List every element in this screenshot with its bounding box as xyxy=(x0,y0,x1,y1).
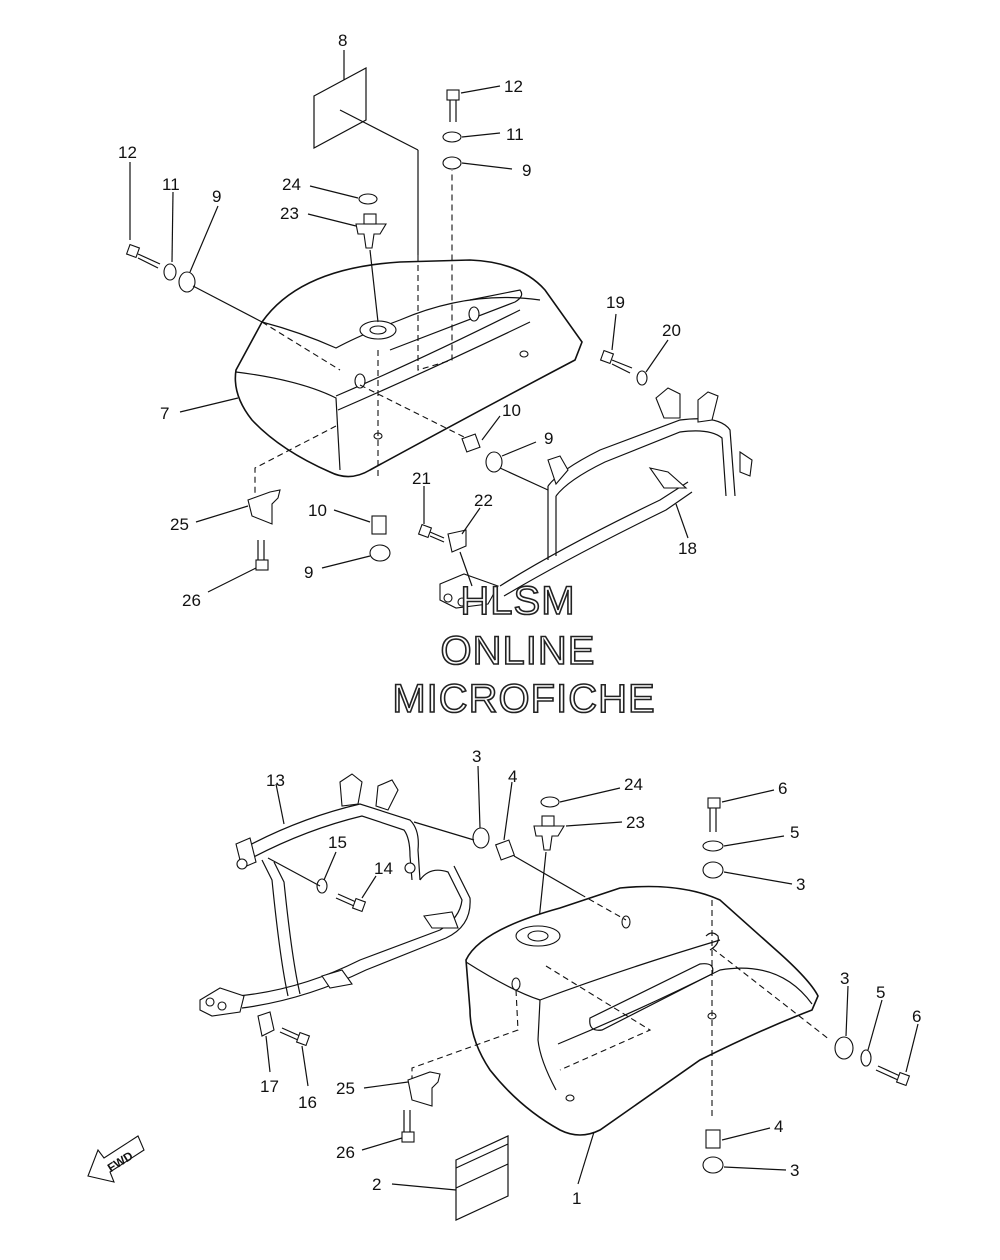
callout-9-right: 9 xyxy=(544,429,553,448)
callout-7: 7 xyxy=(160,404,169,423)
bracket-13 xyxy=(199,773,471,1017)
callout-20: 20 xyxy=(662,321,681,340)
grommet-9-bottom xyxy=(369,544,391,562)
bracket-18 xyxy=(439,387,753,609)
collar-4-left xyxy=(494,839,516,861)
collar-10-bottom xyxy=(371,515,387,535)
callout-19: 19 xyxy=(606,293,625,312)
collar-4-bottom xyxy=(705,1129,721,1149)
callout-8: 8 xyxy=(338,31,347,50)
callout-26-bottom: 26 xyxy=(336,1143,355,1162)
bolt-6-right xyxy=(895,1071,911,1087)
callout-9-left: 9 xyxy=(212,187,221,206)
callout-26-top: 26 xyxy=(182,591,201,610)
saddlebag-1 xyxy=(465,885,819,1136)
callout-10-right: 10 xyxy=(502,401,521,420)
callout-24-bottom: 24 xyxy=(624,775,643,794)
grommet-9-top xyxy=(442,156,462,170)
callout-9-bottom: 9 xyxy=(304,563,313,582)
callout-3-left: 3 xyxy=(472,747,481,766)
decal-8 xyxy=(313,66,367,150)
callout-5-right: 5 xyxy=(876,983,885,1002)
bolt-21 xyxy=(417,523,433,539)
callout-3-right: 3 xyxy=(840,969,849,988)
callout-5-top: 5 xyxy=(790,823,799,842)
saddlebag-7 xyxy=(234,259,583,478)
callout-25-bottom: 25 xyxy=(336,1079,355,1098)
plate-22 xyxy=(447,529,467,553)
watermark: HLSM ONLINE MICROFICHE xyxy=(392,578,656,722)
callout-12-top: 12 xyxy=(504,77,523,96)
callout-23-top: 23 xyxy=(280,204,299,223)
callout-10-bottom: 10 xyxy=(308,501,327,520)
bolt-16 xyxy=(295,1031,311,1047)
grommet-3-left xyxy=(472,827,490,849)
callout-4-left: 4 xyxy=(508,767,517,786)
callout-1: 1 xyxy=(572,1189,581,1208)
callout-6-top: 6 xyxy=(778,779,787,798)
nut-25-bottom xyxy=(407,1071,441,1107)
grommet-3-top xyxy=(702,861,724,879)
screw-26-bottom xyxy=(401,1131,415,1143)
decal-2 xyxy=(455,1135,509,1221)
washer-24-top xyxy=(358,193,378,205)
callout-14: 14 xyxy=(374,859,393,878)
callout-18: 18 xyxy=(678,539,697,558)
latch-23-top xyxy=(355,223,387,249)
callout-3-top: 3 xyxy=(796,875,805,894)
grommet-3-bottom xyxy=(702,1156,724,1174)
callout-6-right: 6 xyxy=(912,1007,921,1026)
grommet-9-left xyxy=(178,271,196,293)
callout-9-top: 9 xyxy=(522,161,531,180)
bottom-assembly: FWD 13 3 4 24 23 6 5 3 15 14 3 5 6 17 16… xyxy=(87,747,921,1221)
bolt-12-left xyxy=(125,243,161,269)
latch-23-bottom xyxy=(533,825,565,851)
callout-11-top: 11 xyxy=(506,125,524,144)
watermark-line-1: HLSM xyxy=(460,579,575,623)
watermark-line-3: MICROFICHE xyxy=(392,677,655,721)
callout-13: 13 xyxy=(266,771,285,790)
bolt-6-top xyxy=(707,797,721,809)
callout-25-top: 25 xyxy=(170,515,189,534)
callout-2: 2 xyxy=(372,1175,381,1194)
watermark-line-2: ONLINE xyxy=(441,629,596,673)
washer-11-left xyxy=(163,263,177,281)
collar-10-right xyxy=(461,433,481,453)
callout-24-top: 24 xyxy=(282,175,301,194)
callout-15: 15 xyxy=(328,833,347,852)
callout-4-bottom: 4 xyxy=(774,1117,783,1136)
callout-3-bottom: 3 xyxy=(790,1161,799,1180)
callout-23-bottom: 23 xyxy=(626,813,645,832)
washer-15 xyxy=(316,878,328,894)
bolt-12-top xyxy=(446,89,460,101)
bolt-19 xyxy=(599,349,615,365)
callout-12-left: 12 xyxy=(118,143,137,162)
callout-22: 22 xyxy=(474,491,493,510)
callout-11-left: 11 xyxy=(162,175,180,194)
plate-17 xyxy=(257,1011,275,1037)
washer-20 xyxy=(636,370,648,386)
grommet-3-right xyxy=(834,1036,854,1060)
callout-17: 17 xyxy=(260,1077,279,1096)
washer-5-top xyxy=(702,840,724,852)
washer-5-right xyxy=(860,1049,872,1067)
callout-16: 16 xyxy=(298,1093,317,1112)
grommet-9-right xyxy=(485,451,503,473)
screw-26-top xyxy=(255,559,269,571)
washer-24-bottom xyxy=(540,796,560,808)
fwd-arrow-icon: FWD xyxy=(87,1135,145,1183)
nut-25-top xyxy=(247,489,281,525)
top-assembly: 8 12 11 9 12 11 9 24 23 7 19 20 10 9 21 … xyxy=(118,31,753,610)
bolt-14 xyxy=(351,897,367,913)
washer-11-top xyxy=(442,131,462,143)
callout-21: 21 xyxy=(412,469,431,488)
